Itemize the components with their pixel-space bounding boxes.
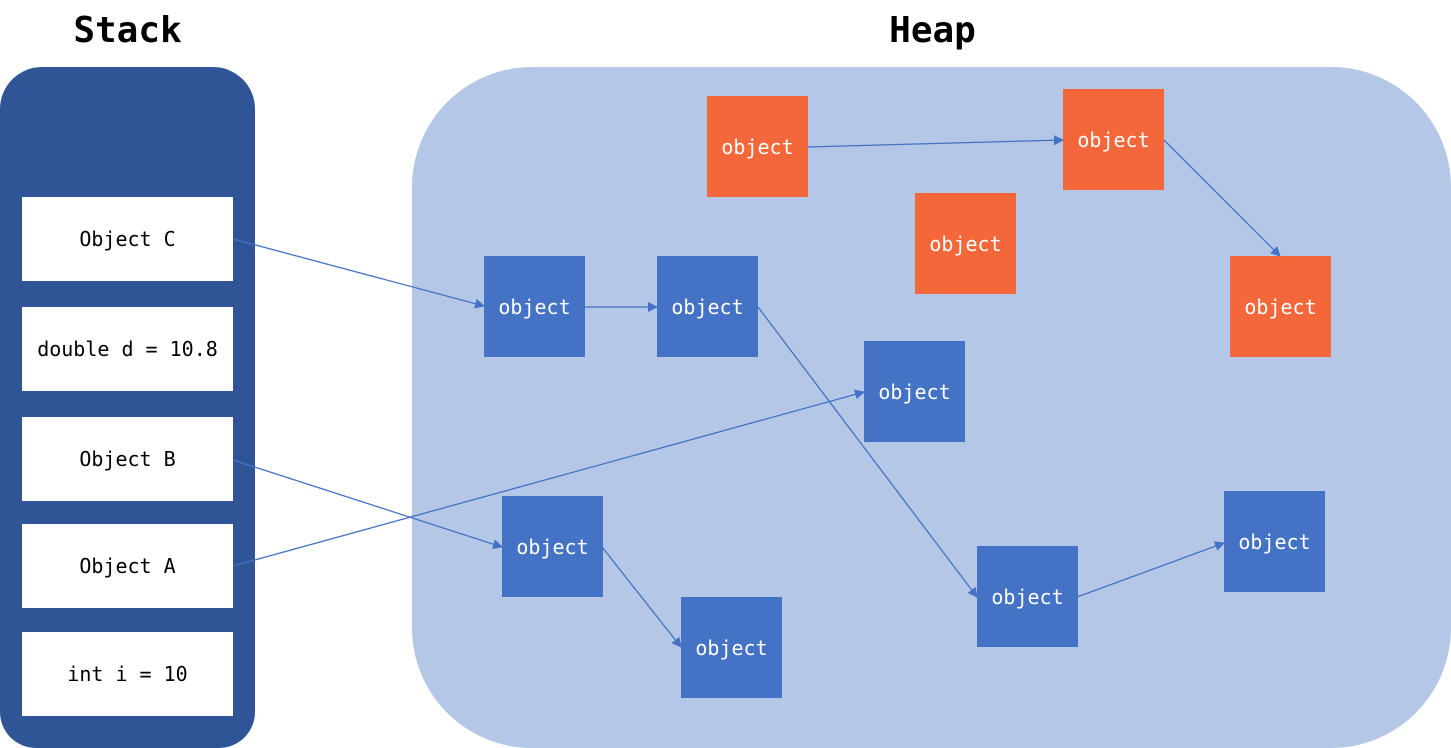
heap-object-c3: object (977, 546, 1078, 647)
heap-object-b2: object (681, 597, 782, 698)
heap-object-b1: object (502, 496, 603, 597)
heap-object-a1: object (864, 341, 965, 442)
stack-title: Stack (73, 10, 182, 51)
heap-object-c2: object (657, 256, 758, 357)
heap-garbage-object-3: object (915, 193, 1016, 294)
heap-garbage-object-1: object (707, 96, 808, 197)
stack-slot-object-c: Object C (22, 197, 233, 281)
heap-garbage-object-2: object (1063, 89, 1164, 190)
stack-slot-object-a: Object A (22, 524, 233, 608)
stack-slot-int-i: int i = 10 (22, 632, 233, 716)
stack-slot-object-b: Object B (22, 417, 233, 501)
heap-garbage-object-4: object (1230, 256, 1331, 357)
stack-slot-double-d: double d = 10.8 (22, 307, 233, 391)
heap-title: Heap (889, 10, 976, 51)
heap-object-c1: object (484, 256, 585, 357)
heap-object-c4: object (1224, 491, 1325, 592)
